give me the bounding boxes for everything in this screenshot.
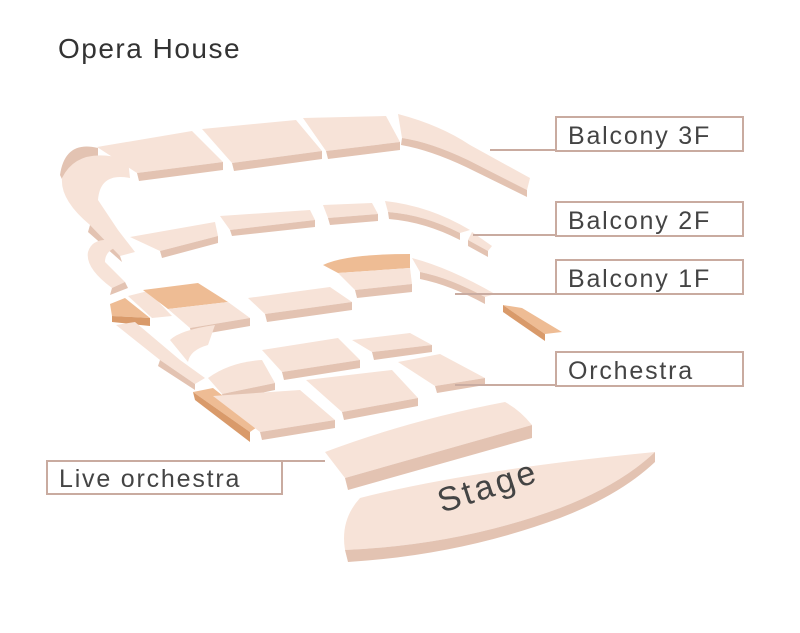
balcony-1f-section[interactable] <box>110 254 562 341</box>
live-orchestra-pit[interactable] <box>325 402 532 490</box>
label-orchestra-text: Orchestra <box>568 357 694 385</box>
balcony-2f-section[interactable] <box>87 201 492 295</box>
orchestra-block <box>208 360 275 394</box>
orchestra-section[interactable] <box>116 322 485 442</box>
balcony-2f-right-curve <box>385 201 470 233</box>
orchestra-block <box>398 354 485 386</box>
balcony-2f-block <box>130 222 218 251</box>
balcony-3f-block <box>202 120 322 163</box>
balcony-1f-right-curve <box>412 258 495 297</box>
label-balcony-1f[interactable]: Balcony 1F <box>455 259 744 295</box>
balcony-1f-box-right <box>503 305 562 334</box>
stage-floor <box>344 452 655 550</box>
label-balcony-1f-text: Balcony 1F <box>568 265 711 293</box>
label-balcony-2f-text: Balcony 2F <box>568 207 711 235</box>
balcony-3f-block <box>97 131 223 173</box>
label-balcony-3f[interactable]: Balcony 3F <box>490 116 744 152</box>
balcony-2f-block <box>220 210 315 230</box>
balcony-3f-right-curve <box>398 114 530 190</box>
orchestra-block <box>306 370 418 412</box>
balcony-1f-block <box>248 287 352 314</box>
balcony-2f-block <box>323 203 378 218</box>
balcony-2f-left-curve <box>87 239 125 288</box>
label-balcony-3f-text: Balcony 3F <box>568 122 711 150</box>
orchestra-side-box <box>193 388 260 432</box>
label-live-orchestra-text: Live orchestra <box>59 465 241 493</box>
balcony-1f-box-left <box>110 298 150 318</box>
label-balcony-2f[interactable]: Balcony 2F <box>473 201 744 237</box>
balcony-3f-section[interactable] <box>60 114 530 262</box>
orchestra-left-wing <box>170 325 215 362</box>
balcony-1f-block <box>168 302 250 328</box>
orchestra-block <box>262 338 360 372</box>
diagram-title: Opera House <box>58 33 241 64</box>
balcony-3f-block <box>303 116 400 151</box>
label-orchestra[interactable]: Orchestra <box>455 351 744 387</box>
balcony-1f-premium-block <box>143 283 228 309</box>
orchestra-left-aisle <box>116 322 205 384</box>
balcony-3f-left-curve <box>61 155 135 256</box>
balcony-1f-block <box>338 268 412 290</box>
label-live-orchestra[interactable]: Live orchestra <box>46 460 325 495</box>
balcony-1f-aisle <box>128 291 172 318</box>
orchestra-block <box>352 333 432 352</box>
orchestra-pit-floor <box>325 402 532 478</box>
balcony-2f-box <box>468 232 492 251</box>
balcony-1f-premium-block-center <box>323 254 410 273</box>
orchestra-block <box>213 390 335 432</box>
